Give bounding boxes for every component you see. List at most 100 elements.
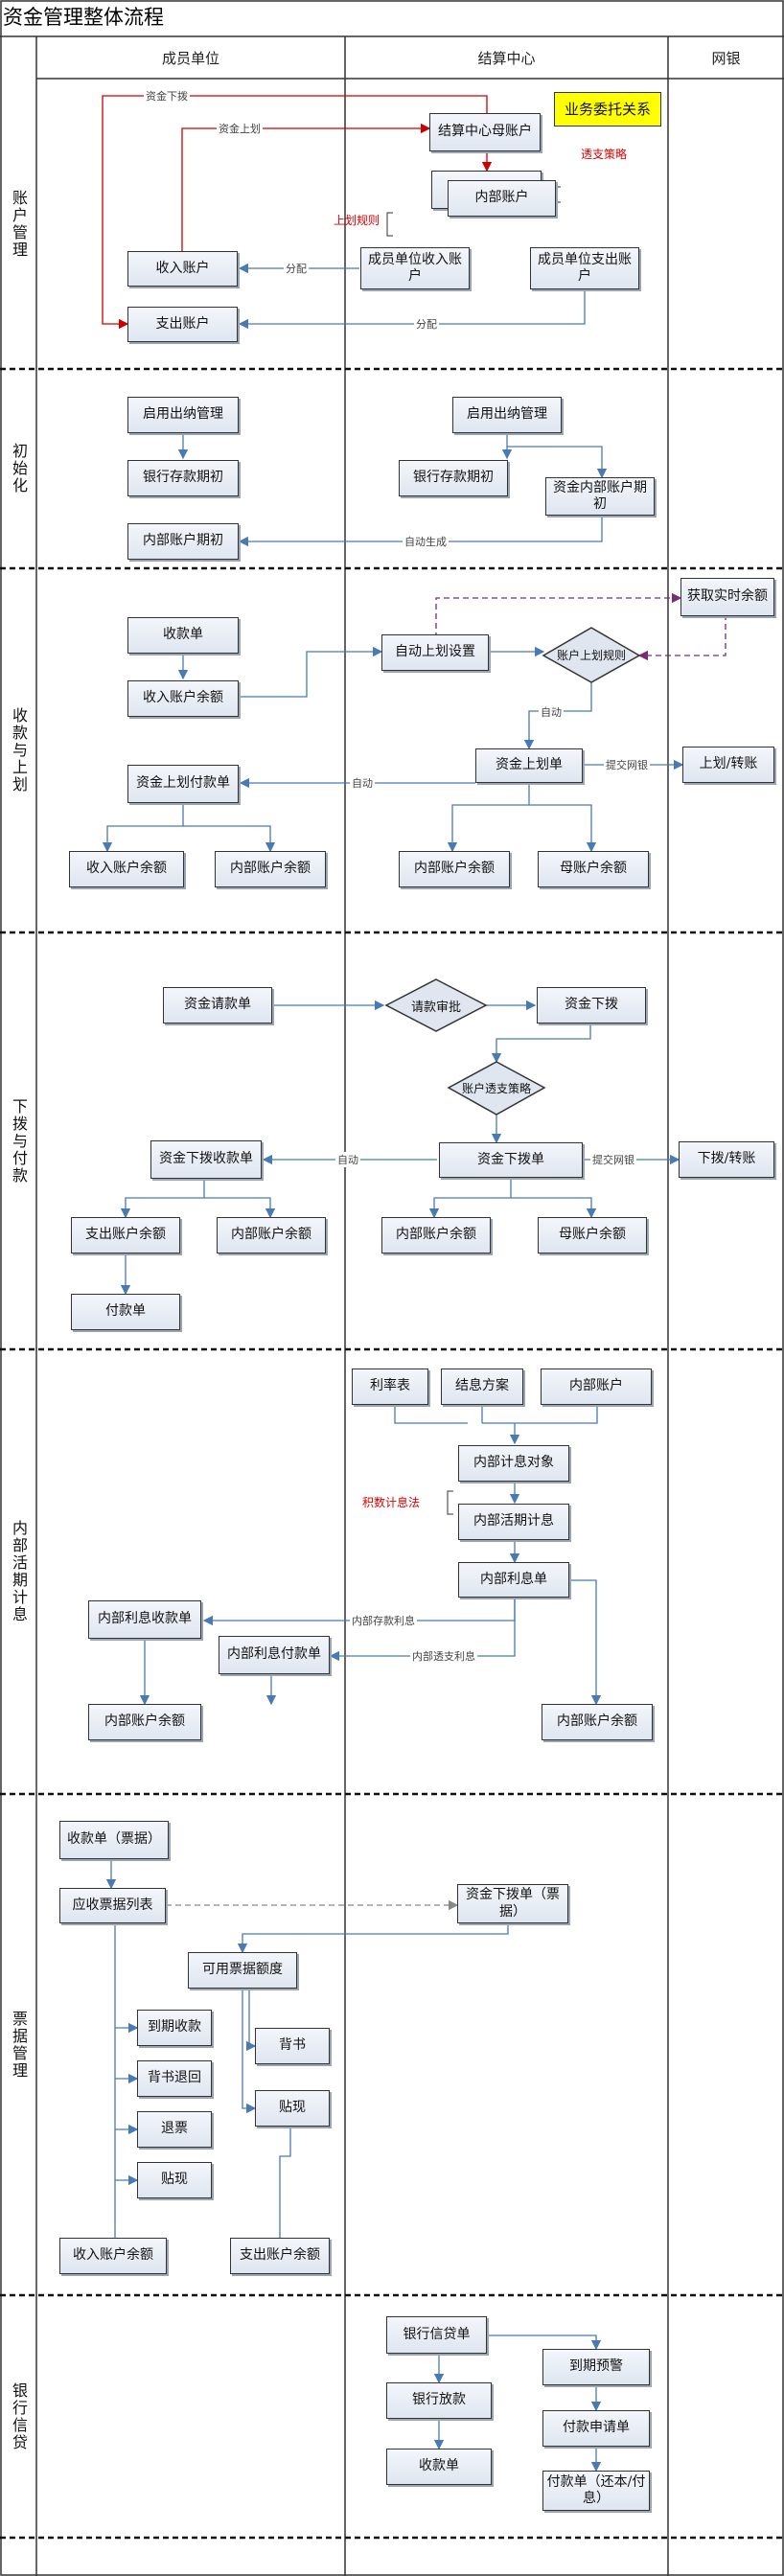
column-header-settle: 结算中心	[477, 49, 536, 67]
node-payment-bill: 付款单	[71, 1294, 180, 1330]
edge-label: 内部存款利息	[350, 1613, 417, 1628]
edge-label: 自动	[335, 1152, 360, 1167]
edge-label: 分配	[284, 261, 309, 276]
edge-label: 提交网银	[604, 757, 650, 772]
node-bill-receipt: 收款单（票据）	[59, 1821, 169, 1859]
node-expense-balance: 支出账户余额	[71, 1217, 180, 1254]
node-rate-table: 利率表	[352, 1368, 428, 1405]
band-label: 账户管理	[10, 189, 28, 259]
node-up-payment-bill: 资金上划付款单	[127, 765, 239, 803]
diamond-label-up-rule: 账户上划规则	[556, 649, 626, 662]
band-label: 内部活期计息	[10, 1520, 28, 1623]
node-cashier-enable-member: 启用出纳管理	[127, 397, 239, 433]
node-bill-return: 退票	[137, 2111, 212, 2148]
red-note: 透支策略	[581, 148, 628, 161]
edge-label: 资金上划	[217, 121, 263, 136]
edge-label: 提交网银	[590, 1152, 636, 1167]
node-alloc-receipt-bill: 资金下拨收款单	[150, 1140, 262, 1179]
band-label: 初始化	[10, 443, 28, 494]
band-collect: 收款与上划	[0, 568, 36, 932]
node-discount-settle: 贴现	[255, 2090, 330, 2127]
node-bank-loan: 银行放款	[386, 2382, 492, 2419]
edge-label: 自动生成	[403, 534, 449, 549]
node-fund-internal-init: 资金内部账户期初	[545, 477, 655, 516]
node-expense-account: 支出账户	[127, 307, 238, 342]
band-init: 初始化	[0, 369, 36, 568]
node-member-income-account: 成员单位收入账户	[360, 247, 470, 289]
node-master-balance-2: 母账户余额	[538, 1217, 647, 1254]
node-available-bill-quota: 可用票据额度	[188, 1952, 297, 1989]
node-entrust-relation: 业务委托关系	[554, 92, 661, 126]
node-internal-account: 内部账户	[448, 180, 556, 217]
node-bill-alloc: 资金下拨单（票据）	[457, 1884, 568, 1923]
node-due-collection: 到期收款	[137, 2010, 212, 2046]
node-demand-interest: 内部活期计息	[458, 1504, 569, 1540]
node-interest-bill: 内部利息单	[458, 1562, 569, 1598]
node-fund-request: 资金请款单	[163, 987, 272, 1024]
node-interest-receipt: 内部利息收款单	[88, 1600, 201, 1639]
node-member-expense-account: 成员单位支出账户	[530, 247, 639, 289]
band-credit: 银行信贷	[0, 2295, 36, 2538]
node-master-account: 结算中心母账户	[429, 113, 541, 151]
edge-label: 自动	[539, 704, 564, 720]
diamond-label-approve: 请款审批	[410, 1000, 461, 1015]
node-bank-credit-bill: 银行信贷单	[386, 2316, 487, 2354]
node-receipt: 收款单	[127, 617, 239, 654]
band-account: 账户管理	[0, 79, 36, 369]
band-label: 银行信贷	[10, 2381, 28, 2451]
diamond-shape	[384, 978, 488, 1032]
node-interest-object: 内部计息对象	[458, 1445, 569, 1482]
node-internal-balance-member: 内部账户余额	[215, 851, 326, 887]
node-bank-down-transfer: 下拨/转账	[679, 1141, 774, 1178]
node-income-account: 收入账户	[127, 251, 238, 287]
node-fund-up-bill: 资金上划单	[475, 748, 583, 783]
node-income-balance: 收入账户余额	[127, 680, 239, 717]
node-auto-up-setting: 自动上划设置	[381, 634, 489, 671]
node-payment-request: 付款申请单	[542, 2410, 650, 2447]
node-master-balance: 母账户余额	[538, 851, 649, 887]
node-internal-balance-settle: 内部账户余额	[399, 851, 510, 887]
node-alloc-bill: 资金下拨单	[439, 1142, 583, 1178]
node-internal-balance-member-2: 内部账户余额	[217, 1217, 326, 1254]
band-label: 下拨与付款	[10, 1097, 28, 1184]
red-note: 积数计息法	[362, 1496, 421, 1509]
node-credit-payment: 付款单（还本/付息）	[542, 2471, 650, 2511]
node-endorse: 背书	[255, 2028, 330, 2064]
node-settle-scheme: 结息方案	[441, 1368, 523, 1405]
column-header-member: 成员单位	[161, 49, 219, 67]
node-due-warning: 到期预警	[542, 2349, 650, 2385]
edge-label: 资金下拨	[144, 88, 190, 104]
node-bank-up-transfer: 上划/转账	[682, 747, 774, 783]
edge-label: 内部透支利息	[410, 1648, 477, 1664]
node-bill-income-balance: 收入账户余额	[59, 2238, 167, 2274]
band-bill: 票据管理	[0, 1794, 36, 2295]
node-bank-deposit-settle: 银行存款期初	[399, 460, 508, 496]
node-internal-balance-settle-3: 内部账户余额	[542, 1704, 653, 1740]
node-endorse-return: 背书退回	[137, 2060, 212, 2097]
diamond-label-overdraft: 账户透支策略	[461, 1082, 531, 1095]
band-label: 票据管理	[10, 2010, 28, 2080]
node-credit-receipt: 收款单	[386, 2449, 492, 2485]
node-fund-alloc: 资金下拨	[537, 987, 646, 1024]
node-interest-payment: 内部利息付款单	[219, 1636, 330, 1674]
page-title: 资金管理整体流程	[3, 6, 164, 29]
node-bill-expense-balance: 支出账户余额	[230, 2238, 330, 2274]
node-income-balance-2: 收入账户余额	[69, 851, 184, 887]
node-receivable-bill-list: 应收票据列表	[59, 1888, 166, 1923]
node-internal-init-member: 内部账户期初	[127, 523, 239, 560]
node-realtime-balance: 获取实时余额	[680, 578, 774, 616]
band-interest: 内部活期计息	[0, 1349, 36, 1794]
node-internal-balance-member-3: 内部账户余额	[88, 1704, 201, 1740]
band-allocate: 下拨与付款	[0, 932, 36, 1349]
band-label: 收款与上划	[10, 707, 28, 794]
red-note: 上划规则	[334, 214, 380, 227]
diamond-shape	[447, 1061, 546, 1116]
edge-label: 自动	[350, 775, 375, 791]
node-cashier-enable-settle: 启用出纳管理	[452, 397, 562, 433]
node-bank-deposit-member: 银行存款期初	[127, 460, 239, 496]
diamond-shape	[542, 627, 641, 683]
column-header-bank: 网银	[711, 49, 741, 67]
node-internal-balance-settle-2: 内部账户余额	[381, 1217, 491, 1254]
